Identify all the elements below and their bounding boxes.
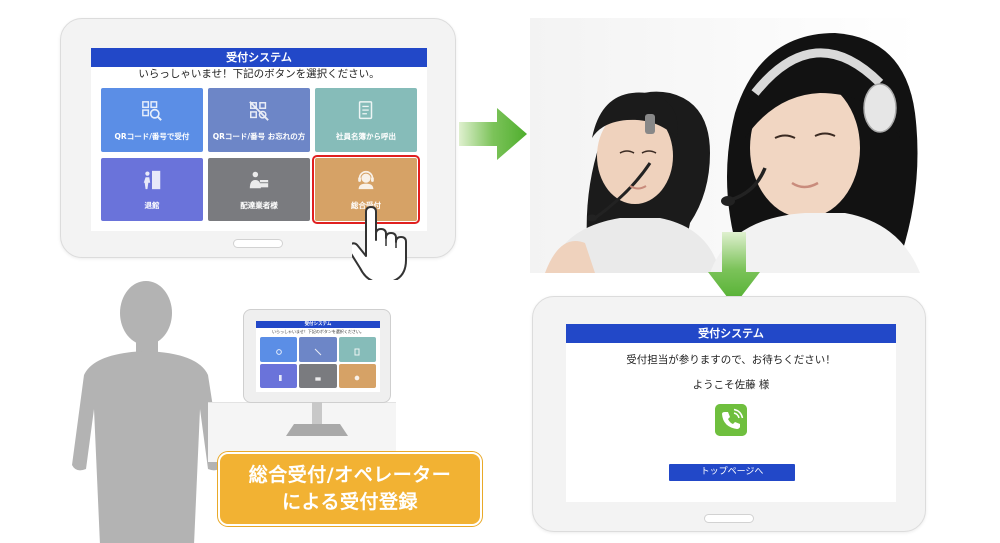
tile-label: 総合受付 [351,201,381,210]
down-arrow-icon [708,232,760,306]
confirmation-screen: 受付システム 受付担当が参りますので、お待ちください！ ようこそ佐藤 様 トップ… [566,324,896,502]
confirmation-tablet: 受付システム 受付担当が参りますので、お待ちください！ ようこそ佐藤 様 トップ… [532,296,926,532]
qr-forgot-icon [314,348,322,355]
operator-registration-label: 総合受付/オペレーター による受付登録 [218,452,482,526]
qr-search-icon [142,100,162,121]
kiosk-welcome: いらっしゃいませ！下記のボタンを選択ください。 [272,329,364,334]
qr-search-icon [275,348,282,355]
tile-label: QRコード/番号で受付 [114,131,190,141]
exit-icon [278,375,282,381]
delivery-button[interactable]: 配達業者様 [208,157,310,221]
home-button[interactable] [233,239,283,248]
tile-label: 社員名簿から呼出 [336,131,396,141]
reception-tablet: 受付システム いらっしゃいませ！下記のボタンを選択ください。 QRコード/番号で… [60,18,456,258]
tile-label: 退館 [144,201,160,210]
delivery-icon [315,377,321,381]
menu-grid: QRコード/番号で受付 QRコード/番号 お忘れの方 [101,88,420,224]
top-page-button[interactable]: トップページへ [669,464,795,481]
directory-icon [358,100,373,119]
kiosk-tile[interactable] [338,363,376,388]
exit-icon [143,170,161,190]
greeting-message: ようこそ佐藤 様 [692,379,770,391]
welcome-message: いらっしゃいませ！下記のボタンを選択ください。 [138,68,380,80]
operators-photo [530,18,920,273]
tile-label: 配達業者様 [240,201,278,210]
label-line-2: による受付登録 [282,491,418,513]
kiosk-tile[interactable] [338,337,376,362]
kiosk-title-bar: 受付システム [256,321,380,328]
kiosk-tile[interactable] [260,337,298,362]
qr-forgot-button[interactable]: QRコード/番号 お忘れの方 [208,88,310,152]
qr-checkin-button[interactable]: QRコード/番号で受付 [101,88,203,152]
operator-icon [358,170,374,190]
kiosk-tile[interactable] [299,337,337,362]
home-button[interactable] [704,514,754,523]
qr-forgot-icon [249,100,269,121]
kiosk-terminal: 受付システム いらっしゃいませ！下記のボタンを選択ください。 [243,309,391,403]
kiosk-tile[interactable] [260,363,298,388]
operator-icon [354,375,360,381]
phone-call-icon [715,404,747,436]
exit-button[interactable]: 退館 [101,157,203,221]
kiosk-menu-grid [260,337,376,388]
wait-message: 受付担当が参りますので、お待ちください！ [626,354,836,366]
kiosk-screen: 受付システム いらっしゃいませ！下記のボタンを選択ください。 [256,321,380,392]
title-bar: 受付システム [91,48,427,67]
visitor-silhouette [72,281,222,543]
kiosk-stand [286,402,348,436]
directory-icon [354,348,360,355]
delivery-icon [249,171,269,189]
label-line-1: 総合受付/オペレーター [248,464,452,486]
title-bar: 受付システム [566,324,896,343]
right-arrow-icon [459,108,527,160]
tile-label: QRコード/番号 お忘れの方 [212,131,306,141]
directory-call-button[interactable]: 社員名簿から呼出 [315,88,417,152]
reception-screen: 受付システム いらっしゃいませ！下記のボタンを選択ください。 QRコード/番号で… [91,48,427,231]
kiosk-tile[interactable] [299,363,337,388]
hand-pointer-icon [352,206,407,280]
